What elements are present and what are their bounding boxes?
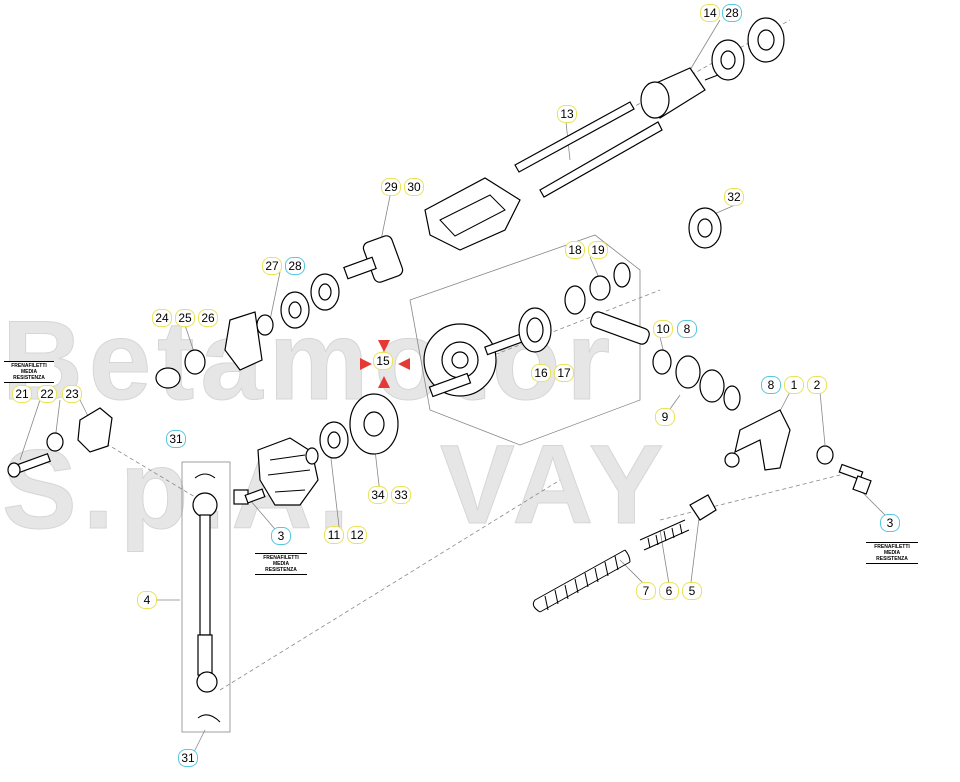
bearing-33-34: [349, 393, 399, 455]
shaft-right: [590, 311, 650, 345]
callout-31-b[interactable]: 31: [178, 749, 198, 767]
callout-11[interactable]: 11: [324, 526, 344, 544]
callout-28-b[interactable]: 28: [285, 257, 305, 275]
lever-24-26: [155, 311, 263, 389]
bolt-21: [7, 452, 51, 478]
callout-18[interactable]: 18: [565, 241, 585, 259]
threadlocker-note-left: FRENAFILETTI MEDIA RESISTENZA: [4, 361, 54, 383]
callout-22[interactable]: 22: [37, 385, 57, 403]
callout-7[interactable]: 7: [636, 582, 656, 600]
callout-25[interactable]: 25: [175, 309, 195, 327]
callout-33[interactable]: 33: [391, 486, 411, 504]
callout-27[interactable]: 27: [262, 257, 282, 275]
threadlocker-note-bottom: FRENAFILETTI MEDIA RESISTENZA: [255, 553, 307, 575]
clip-5: [689, 494, 717, 521]
callout-9[interactable]: 9: [655, 408, 675, 426]
callout-34[interactable]: 34: [368, 486, 388, 504]
callout-24[interactable]: 24: [152, 309, 172, 327]
callout-26[interactable]: 26: [198, 309, 218, 327]
callout-23[interactable]: 23: [62, 385, 82, 403]
callout-1[interactable]: 1: [784, 376, 804, 394]
needle-bearing-16-17: [518, 307, 552, 353]
callout-19[interactable]: 19: [588, 241, 608, 259]
washer-22: [46, 432, 64, 452]
callout-30[interactable]: 30: [404, 178, 424, 196]
callout-21[interactable]: 21: [12, 385, 32, 403]
callout-16[interactable]: 16: [531, 364, 551, 382]
shift-rods: [514, 101, 663, 198]
callout-12[interactable]: 12: [347, 526, 367, 544]
washers-18-19: [564, 262, 631, 315]
callout-6[interactable]: 6: [659, 582, 679, 600]
callout-2[interactable]: 2: [807, 376, 827, 394]
washer-2: [816, 445, 834, 465]
bearing-top: [711, 39, 745, 81]
bearing-11-12: [305, 421, 349, 465]
spring-6: [639, 519, 690, 551]
callout-15[interactable]: 15: [373, 352, 393, 370]
callout-17[interactable]: 17: [554, 364, 574, 382]
callout-10[interactable]: 10: [653, 320, 673, 338]
link-rod-frame: [181, 461, 231, 733]
callout-3-right[interactable]: 3: [880, 514, 900, 532]
selector-drum: [343, 235, 404, 283]
bearing-32: [688, 207, 722, 249]
main-gear: [423, 323, 526, 398]
callout-3-left[interactable]: 3: [271, 527, 291, 545]
bearing-pair-27-28: [256, 273, 340, 336]
spring-7: [532, 549, 631, 613]
callout-8[interactable]: 8: [677, 320, 697, 338]
drum-top: [640, 67, 719, 119]
shift-lever-1: [724, 409, 791, 471]
bolt-3-right: [838, 463, 872, 495]
gear-position-marker: [360, 340, 410, 388]
bushings-8-10: [652, 349, 741, 411]
callout-29[interactable]: 29: [381, 178, 401, 196]
link-rod-4: [192, 473, 221, 723]
callout-5[interactable]: 5: [682, 582, 702, 600]
plate-23: [77, 407, 113, 453]
gear-assembly-frame: [409, 234, 641, 446]
callout-4[interactable]: 4: [137, 591, 157, 609]
shift-fork-housing: [424, 177, 521, 251]
callout-28[interactable]: 28: [722, 4, 742, 22]
impeller: [257, 437, 319, 506]
bearing-top-right: [747, 17, 785, 63]
callout-32[interactable]: 32: [724, 188, 744, 206]
callout-8-b[interactable]: 8: [761, 376, 781, 394]
callout-13[interactable]: 13: [557, 105, 577, 123]
threadlocker-note-right: FRENAFILETTI MEDIA RESISTENZA: [866, 542, 918, 564]
callout-14[interactable]: 14: [700, 4, 720, 22]
bolt-3-left: [233, 488, 266, 505]
callout-31[interactable]: 31: [166, 430, 186, 448]
